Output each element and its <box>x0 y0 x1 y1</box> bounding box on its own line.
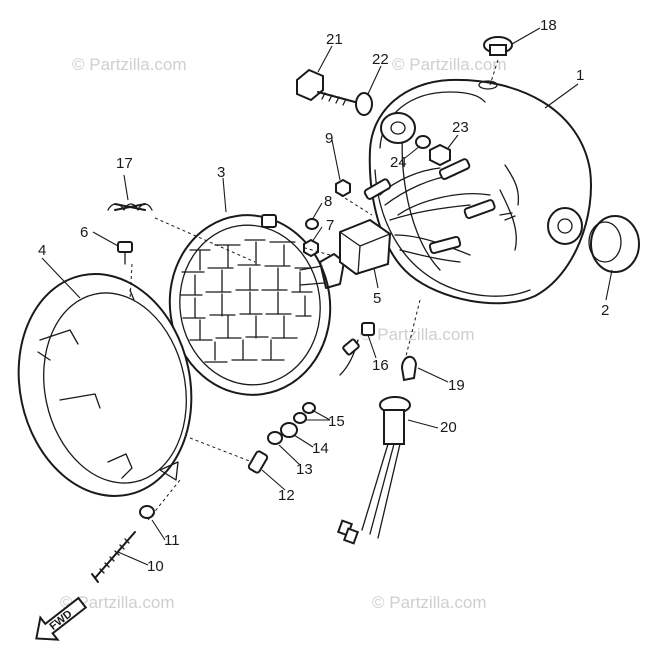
callout-14: 14 <box>312 440 329 457</box>
part-1-headlight-housing <box>368 78 592 305</box>
callout-9: 9 <box>325 130 333 147</box>
callout-7: 7 <box>326 217 334 234</box>
wiring-harness <box>363 158 516 263</box>
part-20-socket-assembly <box>336 396 411 545</box>
part-16-connector <box>339 322 375 376</box>
part-14-washer <box>280 422 298 438</box>
callouts: 1 2 3 4 5 6 7 8 9 10 11 12 13 14 15 16 1… <box>38 17 609 575</box>
callout-16: 16 <box>372 357 389 374</box>
part-3-sealed-beam-unit <box>168 214 345 396</box>
watermark: © Partzilla.com <box>392 55 507 74</box>
callout-15: 15 <box>328 413 345 430</box>
callout-21: 21 <box>326 31 343 48</box>
watermark: © Partzilla.com <box>360 325 475 344</box>
part-15-nuts <box>293 402 316 424</box>
part-17-spring <box>107 203 153 211</box>
callout-6: 6 <box>80 224 88 241</box>
callout-13: 13 <box>296 461 313 478</box>
callout-23: 23 <box>452 119 469 136</box>
callout-3: 3 <box>217 164 225 181</box>
callout-17: 17 <box>116 155 133 172</box>
callout-24: 24 <box>390 154 407 171</box>
callout-1: 1 <box>576 67 584 84</box>
part-21-bolt <box>296 68 356 106</box>
part-18-grommet <box>483 36 513 56</box>
callout-11: 11 <box>164 532 180 549</box>
callout-4: 4 <box>38 242 46 259</box>
watermark: © Partzilla.com <box>72 55 187 74</box>
part-10-long-screw <box>91 531 136 583</box>
part-5-socket <box>339 218 392 276</box>
part-4-headlight-rim <box>17 273 193 497</box>
part-11-nut <box>139 505 155 519</box>
callout-12: 12 <box>278 487 295 504</box>
assembly-lines <box>129 59 499 521</box>
part-22-washer <box>355 92 373 116</box>
leader-lines <box>41 27 613 566</box>
part-24-washer <box>415 135 431 149</box>
callout-19: 19 <box>448 377 465 394</box>
part-8-washer <box>305 218 319 230</box>
part-13-spring-washer <box>267 431 283 445</box>
callout-5: 5 <box>373 290 381 307</box>
callout-10: 10 <box>147 558 164 575</box>
callout-2: 2 <box>601 302 609 319</box>
part-6-screw <box>117 241 133 265</box>
part-12-spacer <box>247 450 269 474</box>
watermark: © Partzilla.com <box>372 593 487 612</box>
callout-22: 22 <box>372 51 389 68</box>
watermark: © Partzilla.com <box>60 593 175 612</box>
callout-8: 8 <box>324 193 332 210</box>
part-9-nut <box>335 178 351 198</box>
part-19-bulb <box>400 355 418 382</box>
part-23-nut <box>429 143 451 167</box>
part-2-grommet <box>588 215 640 273</box>
callout-20: 20 <box>440 419 457 436</box>
callout-18: 18 <box>540 17 557 34</box>
